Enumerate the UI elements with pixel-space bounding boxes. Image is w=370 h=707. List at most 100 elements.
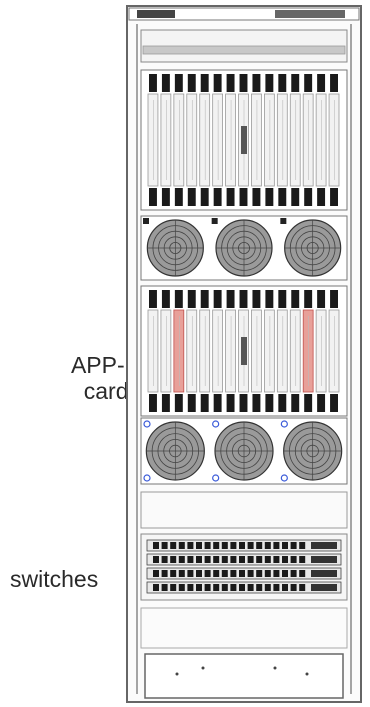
switch-port <box>222 570 228 577</box>
upper-card-shelf <box>141 70 347 210</box>
card-top-connector <box>149 74 157 92</box>
card-top-connector <box>304 74 312 92</box>
card-top-connector <box>188 290 196 308</box>
line-card <box>329 310 339 392</box>
switch-port <box>256 570 262 577</box>
switch-port <box>213 570 219 577</box>
switch-port <box>153 570 159 577</box>
switch-port <box>213 542 219 549</box>
card-bottom-connector <box>227 188 235 206</box>
line-card <box>148 310 158 392</box>
switch-port <box>239 570 245 577</box>
line-card <box>329 94 339 186</box>
switch-port <box>282 556 288 563</box>
fan-corner-latch <box>212 218 218 224</box>
card-bottom-connector <box>265 394 273 412</box>
switch-uplink-block <box>311 542 337 549</box>
switch-port <box>162 570 168 577</box>
switch-port <box>179 584 185 591</box>
switch-port <box>248 570 254 577</box>
card-top-connector <box>278 74 286 92</box>
switch-port <box>187 584 193 591</box>
card-bottom-connector <box>149 188 157 206</box>
card-top-connector <box>317 290 325 308</box>
app-b-card <box>174 310 184 392</box>
switch-port <box>196 542 202 549</box>
line-card <box>161 94 171 186</box>
switch-port <box>282 542 288 549</box>
card-top-connector <box>188 74 196 92</box>
base-screw <box>176 673 179 676</box>
switch-port <box>248 584 254 591</box>
line-card <box>316 310 326 392</box>
switch-port <box>205 542 211 549</box>
switch-port <box>265 542 271 549</box>
switch-port <box>170 556 176 563</box>
switch-port <box>299 570 305 577</box>
switch-port <box>170 570 176 577</box>
switch-port <box>273 542 279 549</box>
line-card <box>226 310 236 392</box>
switch-port <box>230 584 236 591</box>
card-top-connector <box>291 74 299 92</box>
switch-port <box>291 542 297 549</box>
switch-port <box>153 584 159 591</box>
switch-port <box>256 584 262 591</box>
card-bottom-connector <box>149 394 157 412</box>
card-top-connector <box>240 74 248 92</box>
card-bottom-connector <box>214 394 222 412</box>
switch-port <box>299 556 305 563</box>
fan-corner-latch <box>280 218 286 224</box>
card-top-connector <box>252 290 260 308</box>
card-bottom-connector <box>188 394 196 412</box>
switch-port <box>282 584 288 591</box>
card-top-connector <box>291 290 299 308</box>
card-bottom-connector <box>265 188 273 206</box>
switch-port <box>299 542 305 549</box>
line-card <box>277 310 287 392</box>
rack-top-mark-left <box>137 10 175 18</box>
switch-port <box>230 542 236 549</box>
card-bottom-connector <box>278 188 286 206</box>
switch-port <box>196 584 202 591</box>
switch-port <box>213 584 219 591</box>
switch-port <box>187 570 193 577</box>
switch-port <box>273 570 279 577</box>
rack-base <box>145 654 343 698</box>
line-card <box>161 310 171 392</box>
fan-corner-latch <box>143 218 149 224</box>
card-bottom-connector <box>175 188 183 206</box>
line-card <box>264 94 274 186</box>
line-card <box>200 310 210 392</box>
switch-port <box>239 584 245 591</box>
card-top-connector <box>227 74 235 92</box>
line-card <box>316 94 326 186</box>
card-bottom-connector <box>201 188 209 206</box>
line-card <box>251 310 261 392</box>
rack-top-mark-right <box>275 10 345 18</box>
lower-blank-panel <box>141 608 347 648</box>
switch-port <box>248 542 254 549</box>
card-bottom-connector <box>240 394 248 412</box>
switch-port <box>213 556 219 563</box>
upper-fan-tray <box>141 216 347 280</box>
line-card <box>187 94 197 186</box>
card-bottom-connector <box>317 394 325 412</box>
lower-card-shelf <box>141 286 347 416</box>
card-top-connector <box>265 290 273 308</box>
switch-port <box>162 542 168 549</box>
switch-port <box>291 570 297 577</box>
app-b-card <box>303 310 313 392</box>
line-card <box>277 94 287 186</box>
switch-port <box>170 542 176 549</box>
switch-port <box>162 556 168 563</box>
card-bottom-connector <box>227 394 235 412</box>
card-top-connector <box>175 290 183 308</box>
base-screw <box>202 667 205 670</box>
card-top-connector <box>162 290 170 308</box>
card-bottom-connector <box>330 394 338 412</box>
shelf-center-mark <box>241 126 247 154</box>
line-card <box>226 94 236 186</box>
switch-uplink-block <box>311 570 337 577</box>
switch-stack <box>141 534 347 600</box>
